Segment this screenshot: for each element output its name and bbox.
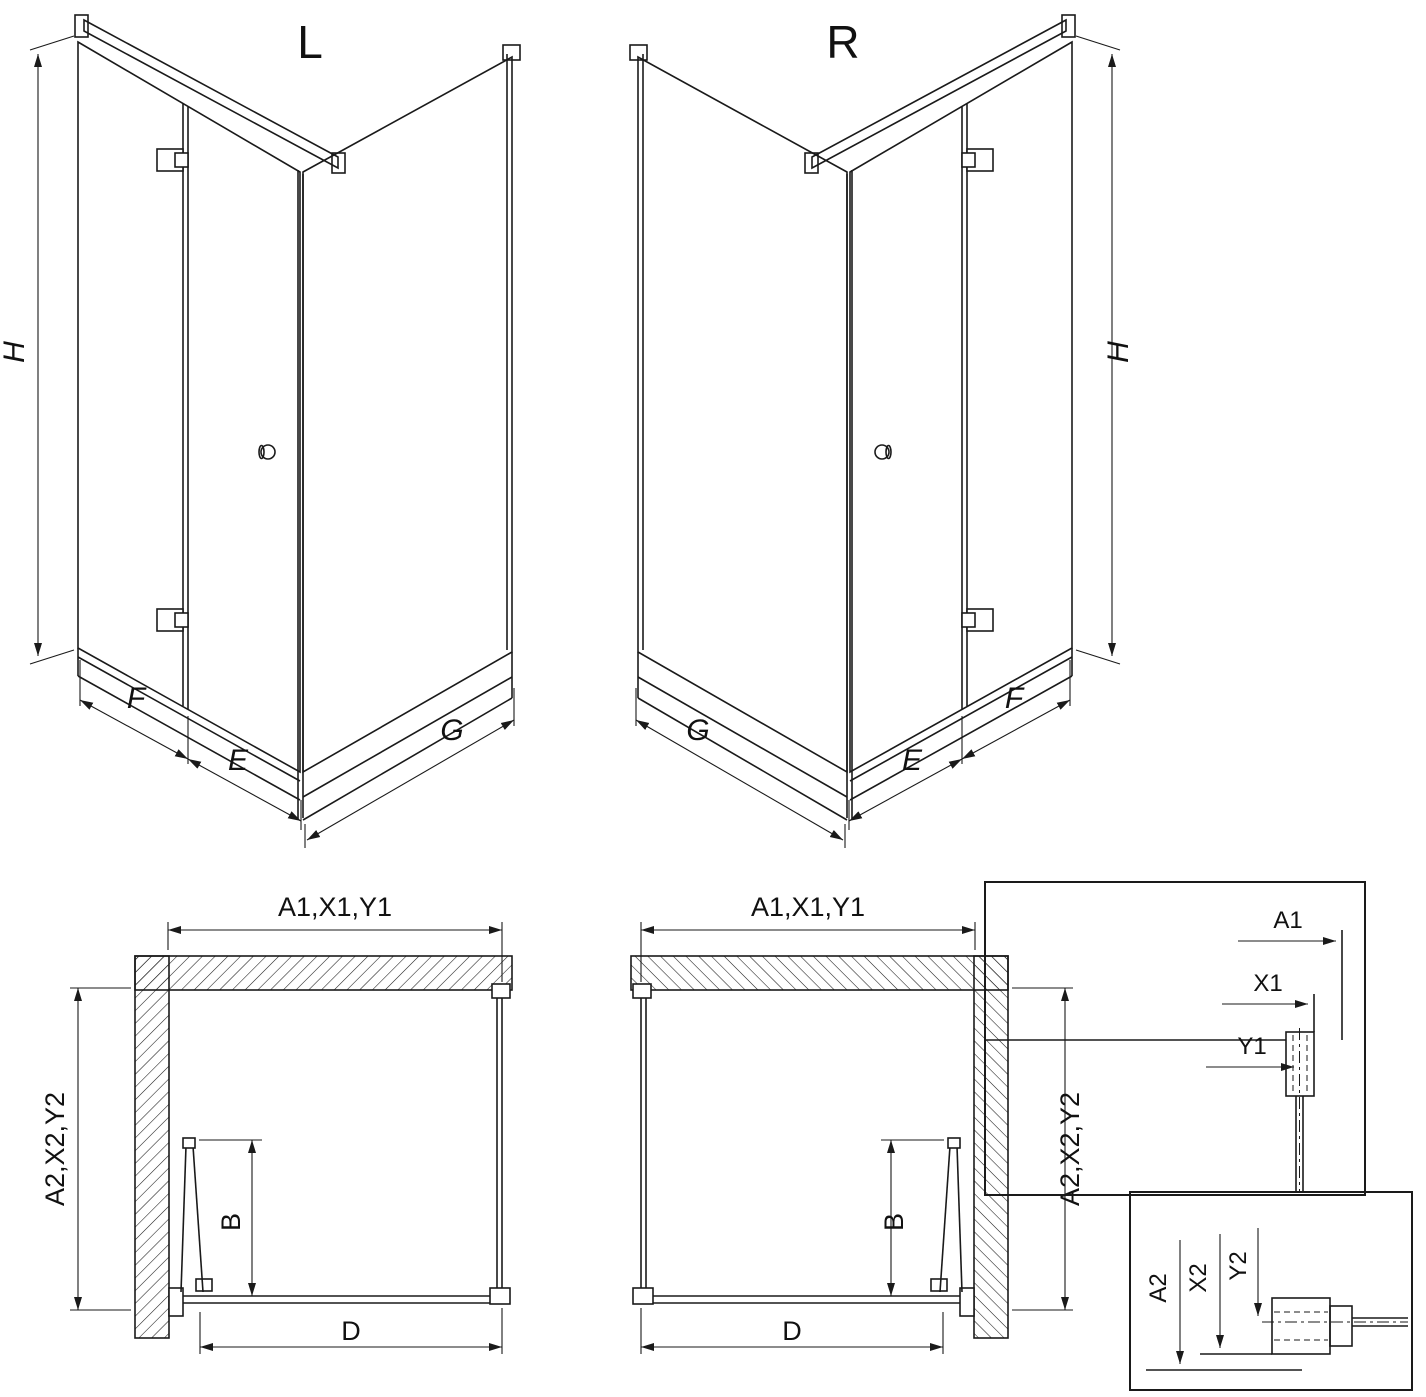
plan-view-right: A1,X1,Y1 A2,X2,Y2 B D	[631, 892, 1085, 1354]
dim-label-b-left: B	[216, 1213, 246, 1231]
plan-view-left: A1,X1,Y1 A2,X2,Y2 B D	[40, 892, 512, 1354]
view-title-right: R	[826, 16, 859, 68]
detail-view-bottom-profile: A2 X2 Y2	[1129, 1191, 1413, 1391]
detail-box-border	[984, 881, 1366, 1196]
detail-label-y2: Y2	[1225, 1251, 1252, 1280]
detail-label-x1: X1	[1253, 970, 1282, 997]
dim-label-f-right: F	[1005, 682, 1025, 715]
detail-box-border	[1129, 1191, 1413, 1391]
bottom-profile-section	[1146, 1297, 1408, 1371]
dim-label-height-right: H	[1102, 341, 1135, 363]
dim-label-d-left: D	[341, 1316, 361, 1346]
wall-profile-section	[985, 930, 1343, 1193]
dim-label-a2x2y2-left: A2,X2,Y2	[40, 1092, 70, 1206]
detail-label-x2: X2	[1185, 1263, 1212, 1292]
dim-label-e-left: E	[228, 744, 249, 777]
detail-label-a2: A2	[1145, 1273, 1172, 1302]
detail-view-top-fixing: A1 X1 Y1	[984, 881, 1366, 1196]
detail-bottom-arrows	[1176, 1228, 1262, 1364]
detail-label-a1: A1	[1273, 907, 1302, 934]
detail-label-y1: Y1	[1237, 1033, 1266, 1060]
view-title-left: L	[297, 16, 323, 68]
dim-label-e-right: E	[902, 744, 923, 777]
plan-drawing-left	[70, 922, 512, 1354]
dim-label-g-right: G	[686, 714, 709, 747]
dim-label-f-left: F	[127, 682, 147, 715]
dim-label-a1x1y1-right: A1,X1,Y1	[751, 892, 865, 922]
dim-label-a2x2y2-right: A2,X2,Y2	[1055, 1092, 1085, 1206]
perspective-view-left: L H F E G	[0, 15, 520, 848]
plan-drawing-right	[631, 922, 1073, 1354]
dim-label-d-right: D	[782, 1316, 802, 1346]
perspective-view-right: R H F E G	[630, 15, 1135, 848]
dim-label-b-right: B	[879, 1213, 909, 1231]
detail-top-arrows	[1206, 937, 1336, 1071]
dim-label-height-left: H	[0, 341, 31, 363]
dim-label-a1x1y1-left: A1,X1,Y1	[278, 892, 392, 922]
dim-label-g-left: G	[440, 714, 463, 747]
